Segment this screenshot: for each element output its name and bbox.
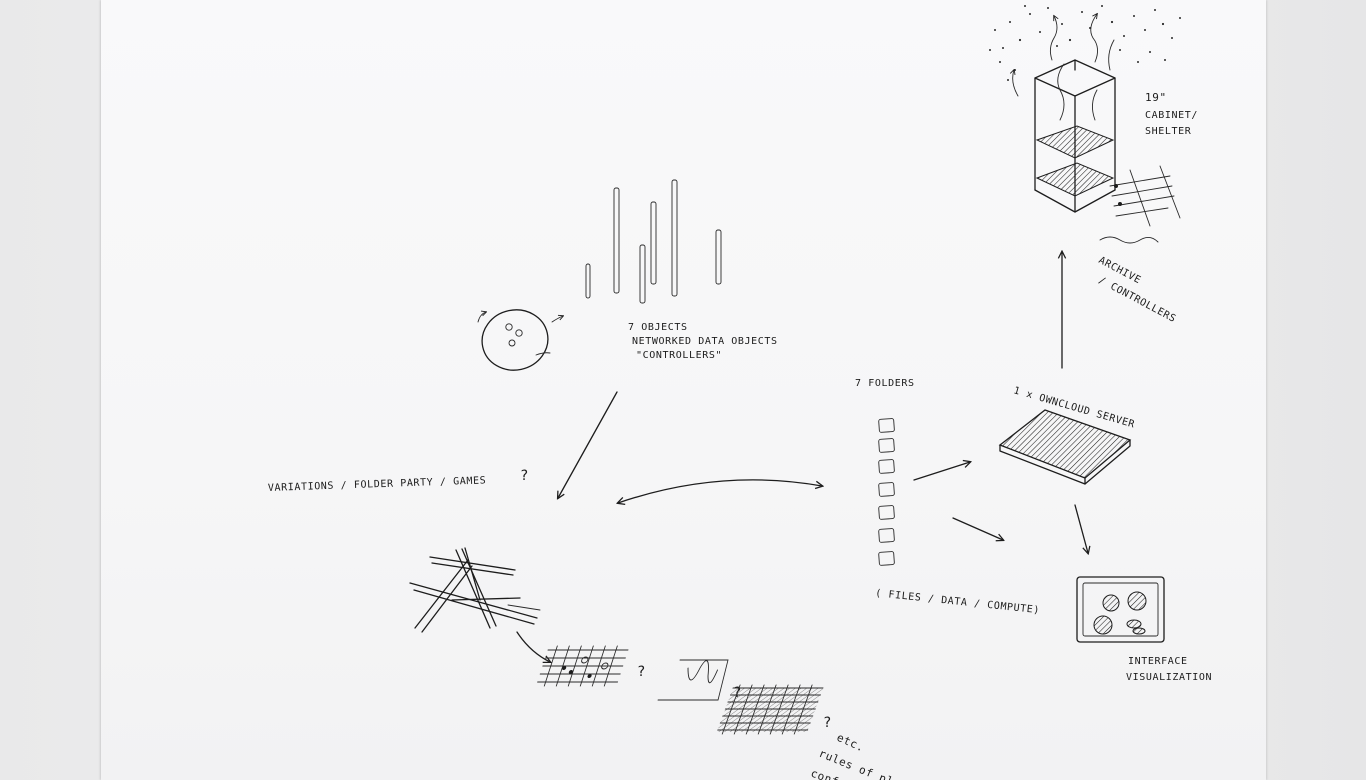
server-icon	[998, 409, 1132, 485]
cabinet-label-1: 19"	[1145, 91, 1167, 104]
objects-quote-label: "CONTROLLERS"	[636, 350, 722, 361]
smoke-particles	[989, 5, 1181, 81]
sticks-pile-icon	[409, 547, 541, 633]
grid-question-3: ?	[823, 715, 832, 731]
interface-panel-icon	[1076, 576, 1165, 643]
objects-desc-label: NETWORKED DATA OBJECTS	[632, 336, 778, 347]
interface-label-1: INTERFACE	[1128, 656, 1188, 667]
cabinet-shelter-icon	[1013, 14, 1181, 244]
etc-label: etc.	[835, 731, 867, 755]
variations-label: VARIATIONS / FOLDER PARTY / GAMES	[268, 475, 487, 494]
variations-question: ?	[520, 468, 529, 484]
game-grid-2	[657, 659, 729, 701]
cabinet-label-2: CABINET/	[1145, 110, 1198, 121]
arrow-folders-to-interface	[952, 517, 1003, 540]
game-grid-1	[537, 645, 629, 687]
folders-stack-icon	[878, 418, 895, 566]
game-grid-3	[716, 684, 824, 735]
double-arrow-variations-folders	[618, 479, 822, 503]
arrow-server-to-interface	[1074, 504, 1088, 553]
arrow-folders-to-server	[913, 462, 970, 481]
interface-label-2: VISUALIZATION	[1126, 672, 1212, 683]
arrow-sticks-to-grid	[516, 631, 550, 662]
rods-objects-icon	[585, 179, 722, 304]
objects-count-label: 7 OBJECTS	[628, 322, 688, 333]
folders-count-label: 7 FOLDERS	[855, 378, 915, 389]
cabinet-label-3: SHELTER	[1145, 126, 1192, 137]
files-data-label: ( FILES / DATA / COMPUTE)	[875, 588, 1041, 616]
ball-icon	[477, 309, 563, 371]
grid-question-1: ?	[637, 664, 646, 680]
arrow-objects-to-variations	[558, 391, 618, 498]
